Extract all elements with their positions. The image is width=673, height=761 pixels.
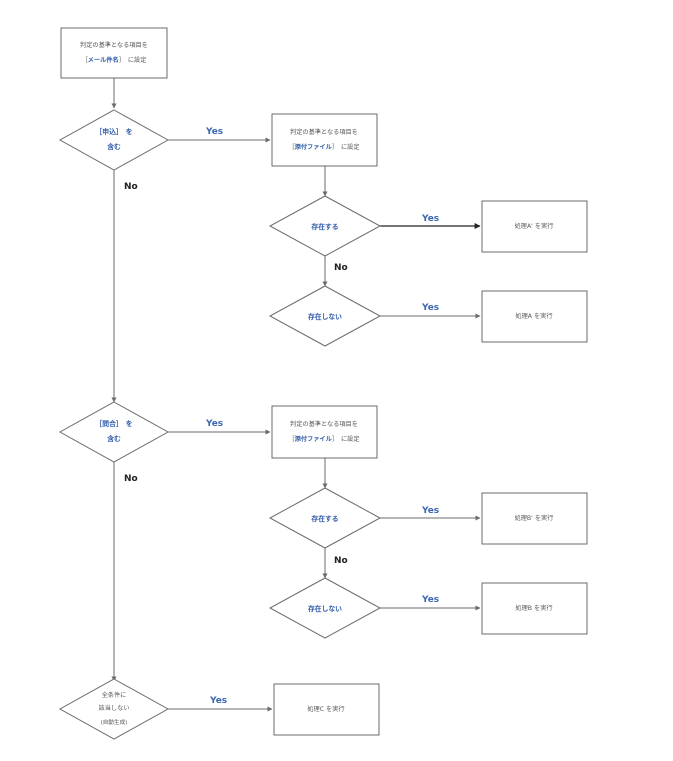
cond1-line2: 含む: [107, 142, 121, 151]
exists2-label: 存在する: [311, 514, 338, 523]
cond3-line3: (自動生成): [101, 718, 128, 726]
condition-diamond-2: ［問合］を 含む: [58, 401, 170, 463]
yes-label-exists1: Yes: [421, 214, 439, 224]
not-exists2-label: 存在しない: [308, 604, 342, 613]
yes-label-notexists1: Yes: [421, 303, 439, 313]
proc-b-prime-label: 処理B' を実行: [515, 514, 554, 522]
yes-label-cond1: Yes: [205, 127, 223, 137]
process-box-a-prime: 処理A' を実行: [481, 200, 588, 253]
attach2-line1: 判定の基準となる項目を: [290, 420, 358, 428]
cond1-line1: ［申込］を: [96, 127, 133, 136]
exists-diamond-2: 存在する: [268, 487, 382, 549]
cond2-line1: ［問合］を: [96, 419, 133, 428]
exists-diamond-1: 存在する: [268, 195, 382, 257]
yes-label-exists2: Yes: [421, 506, 439, 516]
not-exists-diamond-2: 存在しない: [268, 577, 382, 639]
no-label-exists1: No: [334, 263, 348, 273]
no-label-exists2: No: [334, 556, 348, 566]
no-label-cond1: No: [124, 182, 138, 192]
process-box-a: 処理A を実行: [481, 290, 588, 343]
proc-c-label: 処理C を実行: [307, 705, 344, 713]
exists1-label: 存在する: [311, 222, 338, 231]
start-box: 判定の基準となる項目を ［メール件名］に設定: [60, 27, 168, 79]
attachment-box-2: 判定の基準となる項目を ［添付ファイル］に設定: [271, 405, 378, 459]
start-line2: ［メール件名］に設定: [82, 56, 147, 64]
proc-a-prime-label: 処理A' を実行: [515, 222, 554, 230]
yes-label-cond2: Yes: [205, 419, 223, 429]
no-label-cond2: No: [124, 474, 138, 484]
not-exists1-label: 存在しない: [308, 312, 342, 321]
cond3-line1: 全条件に: [102, 691, 127, 699]
attachment-box-1: 判定の基準となる項目を ［添付ファイル］に設定: [271, 113, 378, 167]
proc-b-label: 処理B を実行: [515, 604, 552, 612]
edges: [111, 78, 481, 712]
attach1-line1: 判定の基準となる項目を: [290, 128, 358, 136]
process-box-b-prime: 処理B' を実行: [481, 492, 588, 545]
not-exists-diamond-1: 存在しない: [268, 285, 382, 347]
yes-label-cond3: Yes: [209, 696, 227, 706]
proc-a-label: 処理A を実行: [515, 312, 552, 320]
process-box-b: 処理B を実行: [481, 582, 588, 635]
start-line1: 判定の基準となる項目を: [80, 41, 148, 49]
condition-diamond-1: ［申込］を 含む: [58, 109, 170, 171]
yes-label-notexists2: Yes: [421, 595, 439, 605]
edge-labels: Yes No Yes No Yes Yes No Yes No Yes Yes: [124, 127, 439, 706]
process-box-c: 処理C を実行: [273, 683, 380, 736]
attach2-line2: ［添付ファイル］に設定: [288, 435, 359, 443]
cond2-line2: 含む: [107, 434, 121, 443]
condition-diamond-3: 全条件に 該当しない (自動生成): [58, 678, 170, 740]
attach1-line2: ［添付ファイル］に設定: [288, 143, 359, 151]
cond3-line2: 該当しない: [99, 704, 130, 712]
